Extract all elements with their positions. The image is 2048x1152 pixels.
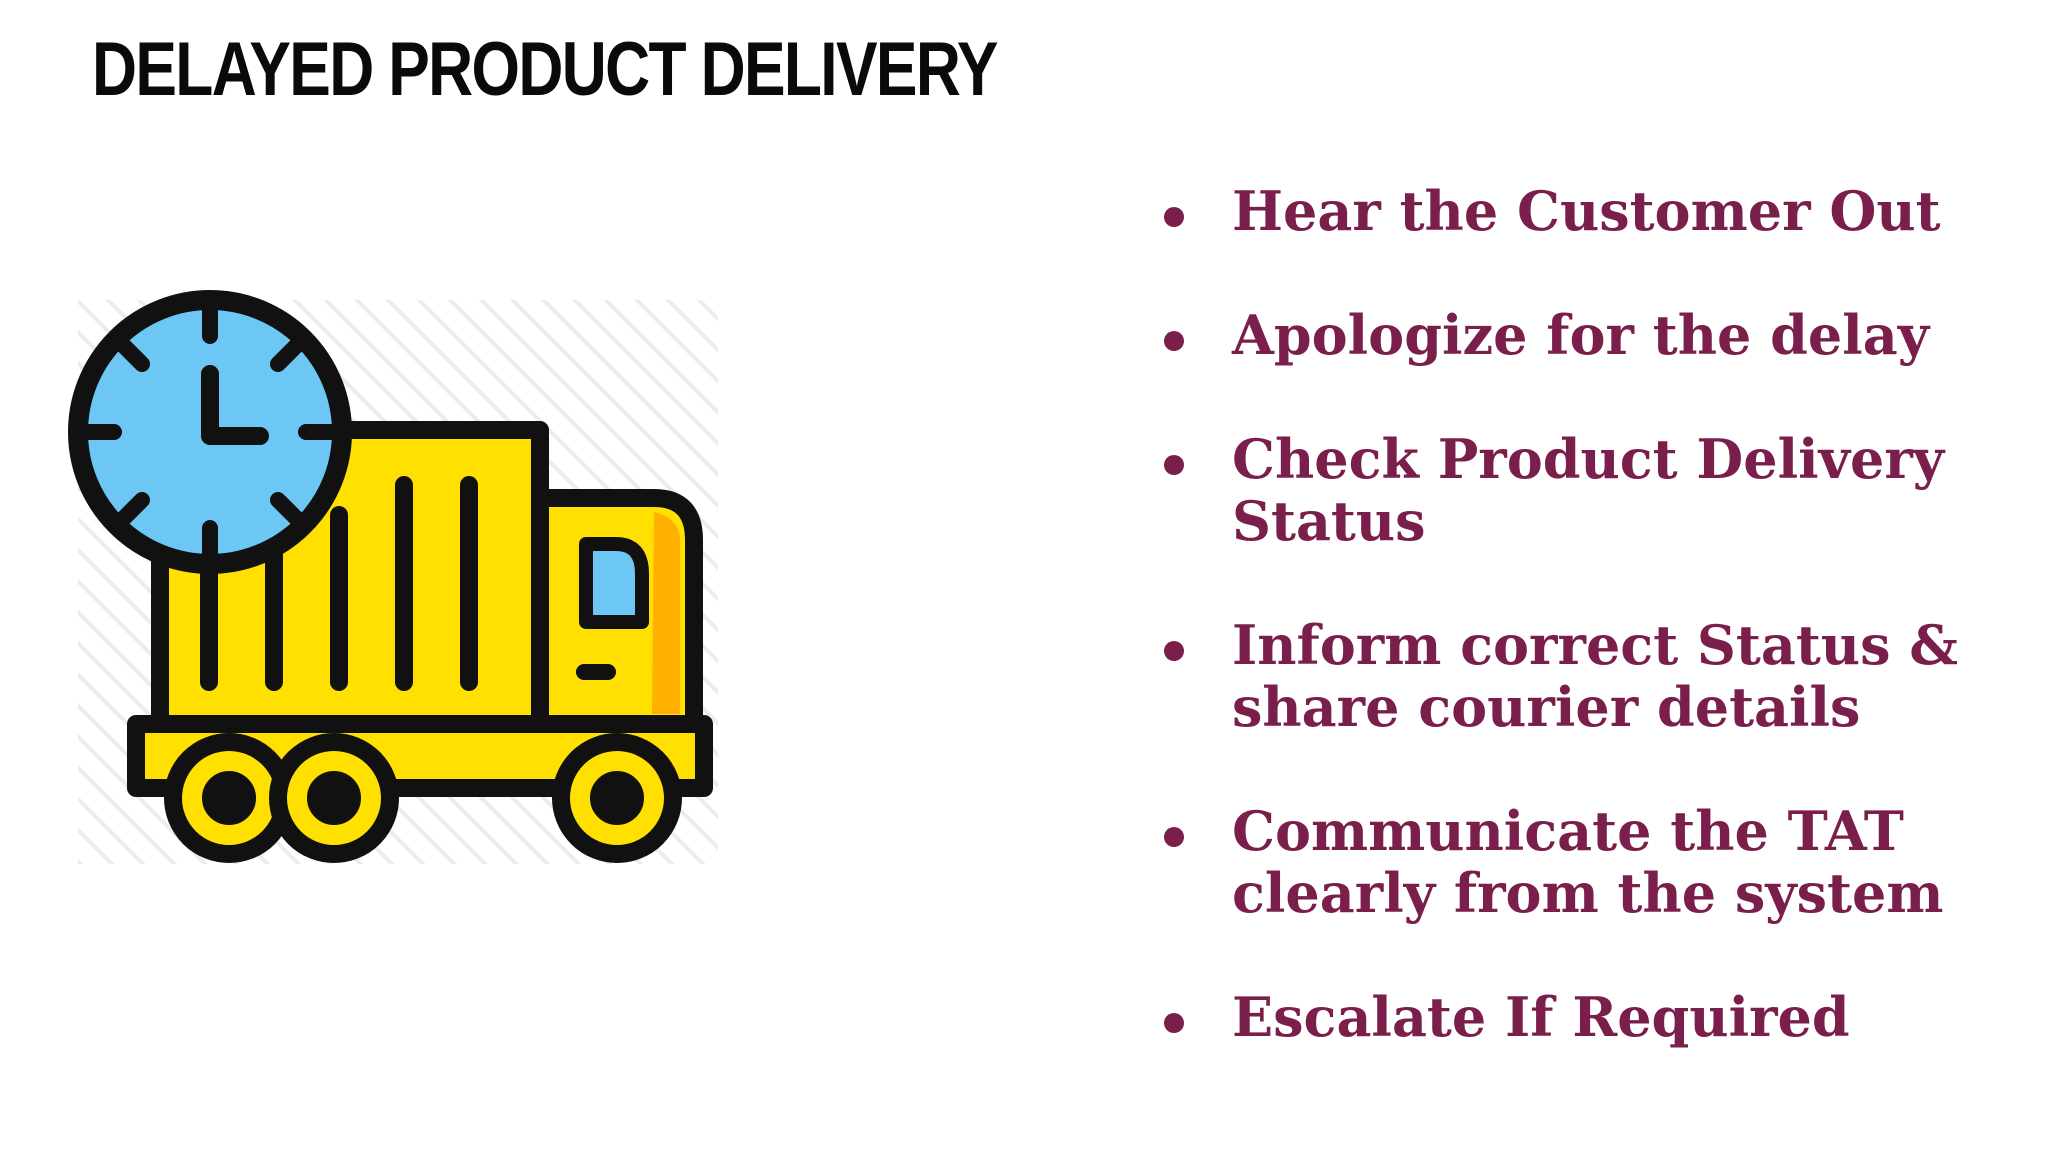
bullet-dot-icon (1164, 331, 1184, 351)
truck-window (579, 537, 649, 629)
bullet-item: Communicate the TAT clearly from the sys… (1160, 800, 2000, 924)
bullet-text: Check Product Delivery Status (1232, 427, 1945, 553)
bullet-item: Inform correct Status & share courier de… (1160, 614, 2000, 738)
bullet-item: Escalate If Required (1160, 986, 2000, 1048)
bullet-item: Apologize for the delay (1160, 304, 2000, 366)
slide-title: DELAYED PRODUCT DELIVERY (92, 27, 998, 112)
bullet-dot-icon (1164, 641, 1184, 661)
bullet-item: Hear the Customer Out (1160, 180, 2000, 242)
bullet-dot-icon (1164, 1013, 1184, 1033)
bullet-item: Check Product Delivery Status (1160, 428, 2000, 552)
bullet-list: Hear the Customer Out Apologize for the … (1160, 180, 2000, 1110)
cab-shade (652, 512, 680, 714)
bullet-text: Communicate the TAT clearly from the sys… (1232, 799, 1944, 925)
bullet-text: Apologize for the delay (1232, 303, 1930, 367)
bullet-text: Hear the Customer Out (1232, 179, 1941, 243)
cargo-stripes (200, 476, 478, 691)
bullet-text: Escalate If Required (1232, 985, 1850, 1049)
truck-wheels (164, 733, 682, 863)
bullet-dot-icon (1164, 207, 1184, 227)
bullet-text: Inform correct Status & share courier de… (1232, 613, 1959, 739)
truck-clock-illustration (68, 290, 718, 864)
bullet-dot-icon (1164, 455, 1184, 475)
delayed-delivery-truck-icon (64, 290, 728, 874)
clock-icon (68, 290, 352, 574)
bullet-dot-icon (1164, 827, 1184, 847)
